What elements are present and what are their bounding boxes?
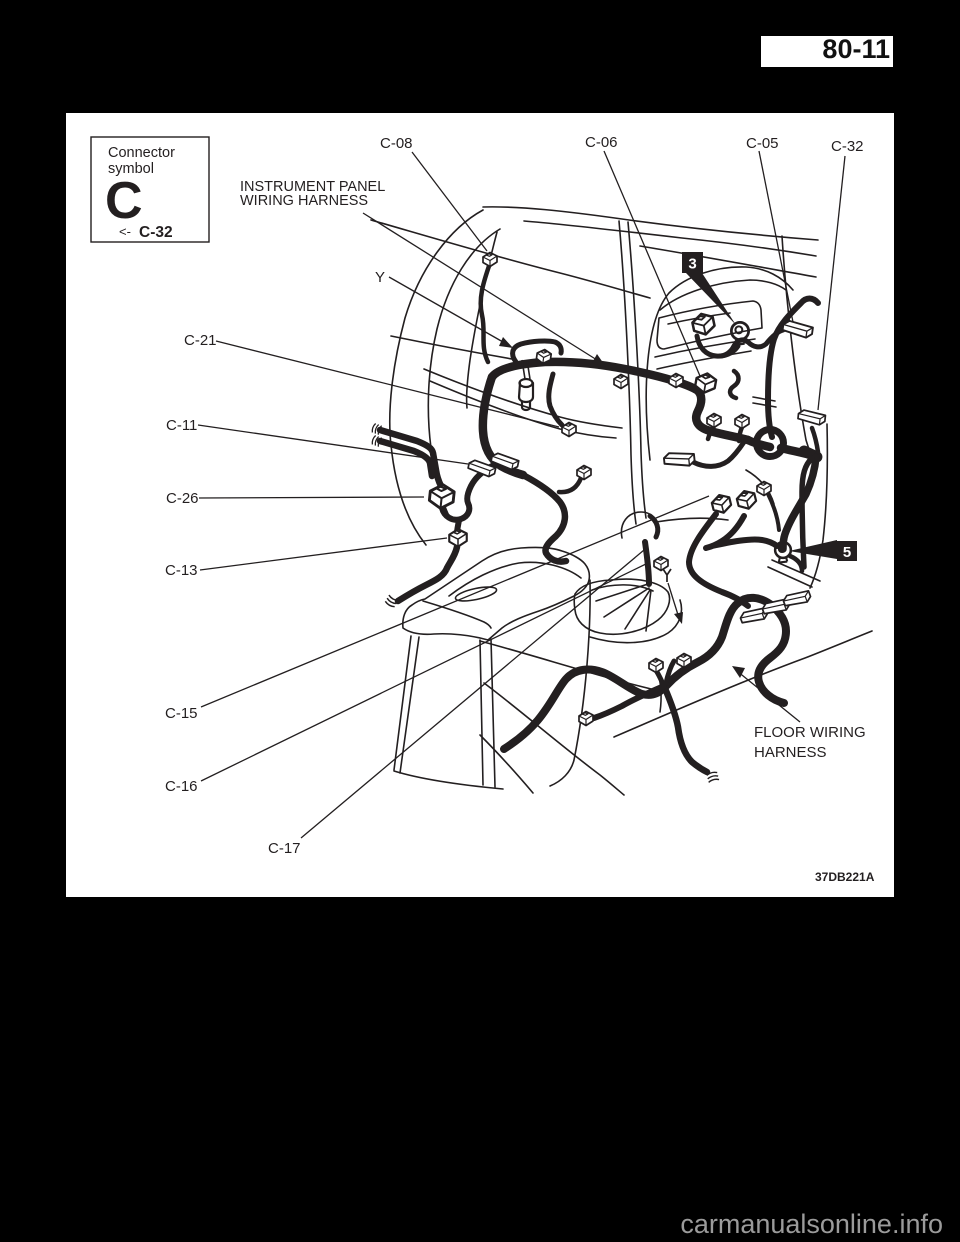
svg-text:C: C xyxy=(105,172,143,230)
svg-text:C-16: C-16 xyxy=(165,778,198,795)
svg-text:C-11: C-11 xyxy=(166,417,197,434)
svg-text:carmanualsonline.info: carmanualsonline.info xyxy=(680,1209,943,1239)
svg-text:37DB221A: 37DB221A xyxy=(815,870,875,884)
svg-text:Connector: Connector xyxy=(108,145,175,161)
svg-text:C-26: C-26 xyxy=(166,490,199,507)
svg-text:FLOOR WIRING: FLOOR WIRING xyxy=(754,724,866,741)
svg-text:<-: <- xyxy=(119,224,131,239)
svg-text:C-15: C-15 xyxy=(165,705,198,722)
svg-text:Y: Y xyxy=(375,269,385,286)
svg-text:80-11: 80-11 xyxy=(822,34,890,64)
svg-text:C-17: C-17 xyxy=(268,840,301,857)
svg-text:C-32: C-32 xyxy=(831,138,864,155)
svg-text:C-21: C-21 xyxy=(184,332,217,349)
svg-text:symbol: symbol xyxy=(108,161,154,177)
svg-text:C-06: C-06 xyxy=(585,134,618,151)
svg-text:HARNESS: HARNESS xyxy=(754,744,827,761)
svg-text:C-13: C-13 xyxy=(165,562,198,579)
svg-text:3: 3 xyxy=(688,256,696,273)
svg-text:INSTRUMENT PANEL: INSTRUMENT PANEL xyxy=(240,179,385,195)
svg-text:WIRING HARNESS: WIRING HARNESS xyxy=(240,193,368,209)
svg-text:5: 5 xyxy=(843,544,851,561)
svg-text:C-32: C-32 xyxy=(139,224,173,241)
svg-text:C-08: C-08 xyxy=(380,135,413,152)
svg-text:C-05: C-05 xyxy=(746,135,779,152)
